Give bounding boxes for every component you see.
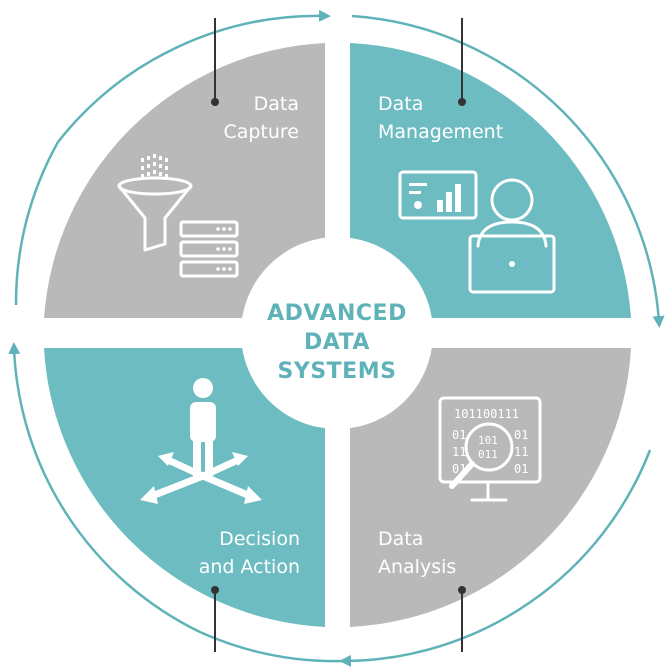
label-decision-line2: and Action [199,556,300,578]
center-title-line3: SYSTEMS [278,359,397,384]
person-laptop-chart-icon [398,170,556,294]
label-capture-line2: Capture [223,121,299,143]
label-analysis-line1: Data [378,528,423,550]
cycle-arrow-left [8,342,201,634]
pointer-lines [211,18,466,652]
cycle-arrow-bottom [339,449,652,667]
binary-row-3: 11 [452,445,466,459]
funnel-server-icon [117,154,239,278]
label-decision-line1: Decision [219,528,300,550]
quadrant-data-analysis [350,348,631,627]
cycle-arrow-right [351,14,665,328]
center-disk [241,237,433,429]
label-capture-line1: Data [254,93,299,115]
center-title-line2: DATA [304,330,370,355]
quadrant-decision-action [44,348,325,627]
lens-binary-2: 011 [478,448,498,461]
cycle-ring [8,9,665,667]
center-title-line1: ADVANCED [267,301,407,326]
binary-row-2b: 01 [514,428,528,442]
binary-row-3b: 11 [514,445,528,459]
quadrant-data-management [350,43,631,318]
cycle-arc-top-left [14,141,60,306]
label-management-line2: Management [378,121,503,143]
binary-row-1: 101100111 [454,407,519,421]
binary-row-2: 01 [452,428,466,442]
data-stream-dots [141,154,168,178]
cycle-arrow-top [57,9,331,143]
cycle-arc-bottom-left [199,630,346,663]
magnifier-binary-icon: 101100111 01 11 01 01 11 01 101 011 [438,396,542,502]
lens-binary-1: 101 [478,434,498,447]
label-analysis-line2: Analysis [378,556,456,578]
person-crossroads-icon [140,378,262,504]
quadrant-data-capture [44,43,325,330]
binary-row-4b: 01 [514,462,528,476]
label-management-line1: Data [378,93,423,115]
